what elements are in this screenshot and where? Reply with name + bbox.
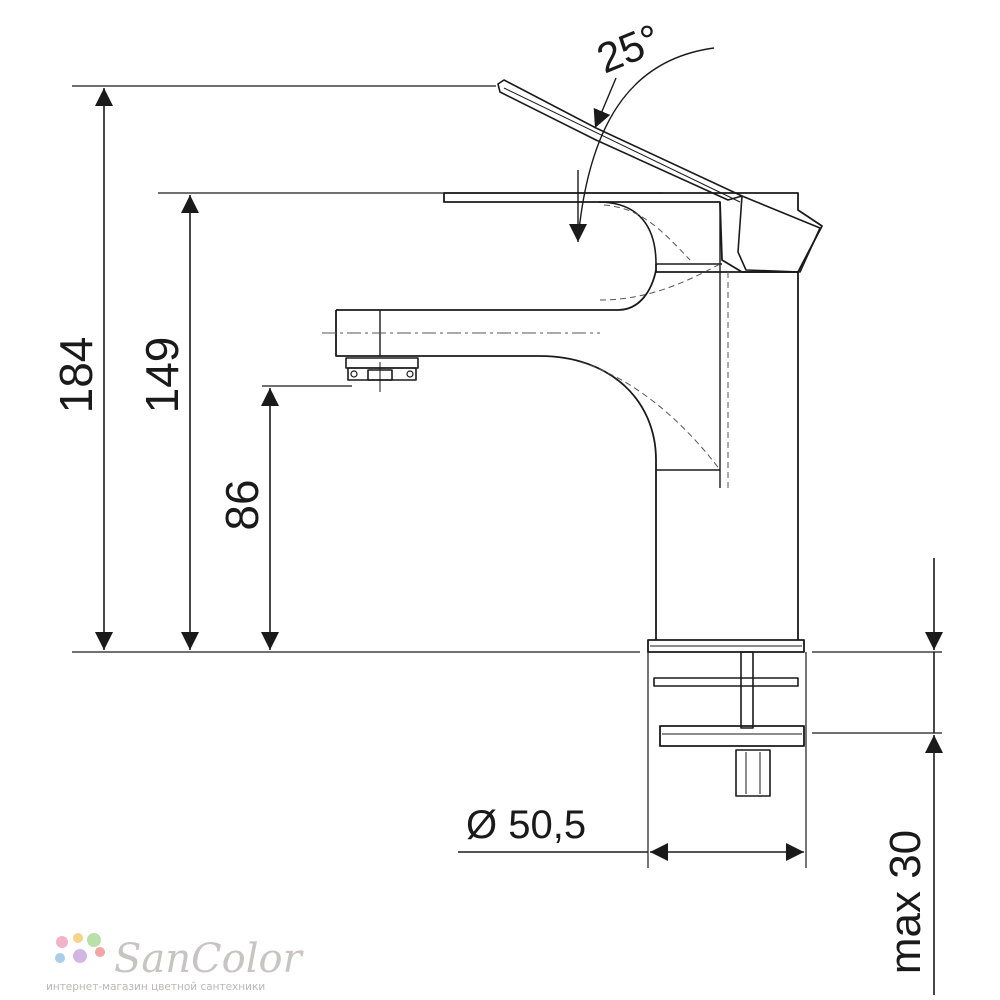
brand-watermark: SanColor интернет-магазин цветной сантех… xyxy=(46,933,305,993)
base-flange xyxy=(647,639,805,653)
brand-logo-dot xyxy=(56,936,68,948)
body-chamfer-2 xyxy=(599,263,721,301)
brand-logo-dot xyxy=(73,933,83,943)
aerator-bolt-left xyxy=(350,370,358,378)
brand-name: SanColor xyxy=(114,936,305,982)
brand-logo-dot xyxy=(73,949,87,963)
handle-underside xyxy=(597,201,722,265)
brand-logo-dot xyxy=(87,933,101,947)
raised-handle-outline xyxy=(497,79,743,201)
angle-arc-25 xyxy=(577,47,715,241)
body-chamfer xyxy=(579,361,721,471)
brand-logo-dot xyxy=(95,947,105,957)
body-front-curve xyxy=(539,355,657,640)
brand-tagline: интернет-магазин цветной сантехники xyxy=(46,981,265,993)
dimension-labels: 184 149 86 25° Ø 50,5 max 30 xyxy=(50,15,930,974)
label-total-height: 184 xyxy=(50,337,102,414)
aerator-bolt-right xyxy=(406,370,414,378)
brand-logo-dots xyxy=(55,933,105,963)
aerator-housing xyxy=(345,357,419,369)
label-handle-height: 149 xyxy=(136,337,188,414)
mounting-rod xyxy=(740,651,754,729)
label-spout-height: 86 xyxy=(216,479,268,530)
washer-upper xyxy=(653,677,799,687)
brand-logo-dot xyxy=(55,953,65,963)
body-column xyxy=(655,264,799,640)
handle-chamfer xyxy=(603,204,691,261)
handle-lever xyxy=(737,195,821,273)
label-max-mount: max 30 xyxy=(881,830,930,974)
dimension-lines xyxy=(95,47,943,995)
extension-lines xyxy=(72,85,942,868)
label-handle-angle: 25° xyxy=(590,15,666,82)
spout-outline xyxy=(336,269,657,311)
faucet xyxy=(322,79,823,797)
label-base-diameter: Ø 50,5 xyxy=(466,803,586,847)
spout-bottom xyxy=(335,310,540,357)
raised-handle-inner xyxy=(503,87,741,203)
angle-arrow-top xyxy=(593,77,617,129)
mounting-nut xyxy=(735,749,771,797)
washer-lower xyxy=(659,725,805,747)
